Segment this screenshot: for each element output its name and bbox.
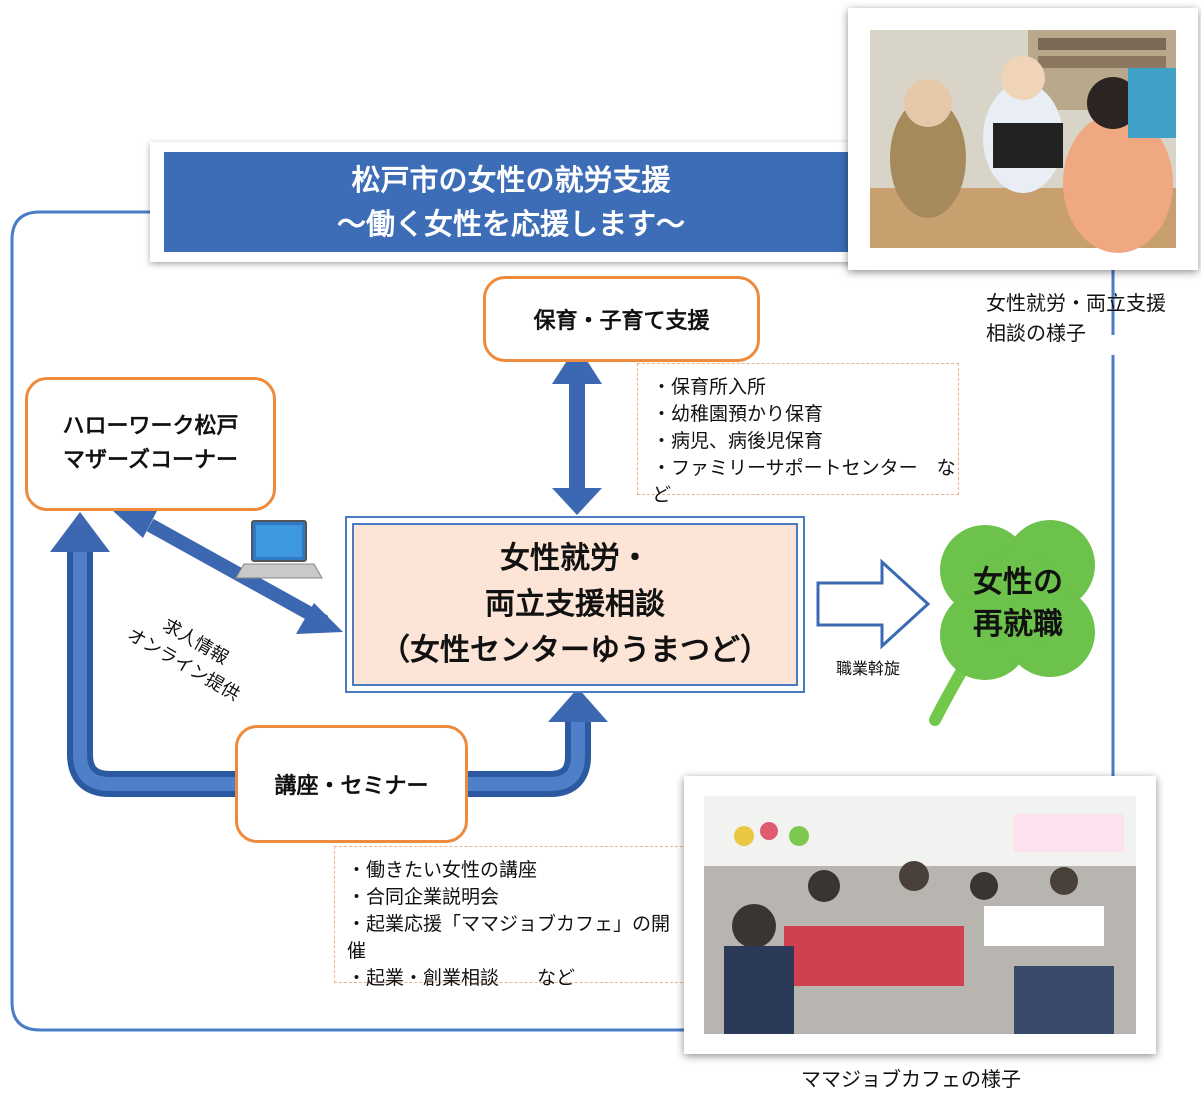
hellowork-line1: ハローワーク松戸 (62, 414, 239, 439)
title-banner: 松戸市の女性の就労支援 ～働く女性を応援します～ (150, 142, 872, 262)
reemploy-arrow (816, 558, 931, 650)
mamajob-cafe-caption: ママジョブカフェの様子 (801, 1067, 1021, 1091)
childcare-double-arrow (552, 345, 602, 515)
childcare-item: ・病児、病後児保育 (652, 430, 824, 452)
childcare-item: ・保育所入所 (652, 376, 767, 398)
clover-icon (929, 520, 1095, 726)
childcare-support-box: 保育・子育て支援 (483, 276, 760, 362)
seminar-right-arrow (462, 688, 608, 797)
caption1-line2: 相談の様子 (986, 321, 1086, 345)
center-line2: 両立支援相談 (485, 586, 665, 622)
seminar-left-arrow (50, 512, 240, 797)
seminar-item: ・起業応援「ママジョブカフェ」の開催 (347, 913, 671, 962)
mamajob-cafe-photo (684, 776, 1156, 1054)
seminar-item: ・合同企業説明会 (347, 886, 500, 908)
caption1-line1: 女性就労・両立支援 (986, 291, 1166, 315)
hellowork-line2: マザーズコーナー (63, 448, 238, 473)
center-line1: 女性就労・ (500, 540, 650, 576)
job-placement-label: 職業斡旋 (836, 659, 901, 678)
laptop-icon (235, 520, 323, 579)
hellowork-diagonal-arrow (113, 505, 343, 634)
consultation-photo (848, 8, 1198, 270)
hellowork-box: ハローワーク松戸 マザーズコーナー (25, 377, 276, 511)
center-line3: （女性センターゆうまつど） (380, 632, 770, 668)
reemploy-line2: 再就職 (973, 607, 1063, 642)
consultation-caption: 女性就労・両立支援 相談の様子 (986, 288, 1166, 348)
seminar-item: ・働きたい女性の講座 (347, 859, 538, 881)
seminar-item: ・起業・創業相談 など (347, 967, 576, 989)
reemployment-label: 女性の 再就職 (958, 562, 1078, 646)
childcare-list-box: ・保育所入所 ・幼稚園預かり保育 ・病児、病後児保育 ・ファミリーサポートセンタ… (637, 363, 959, 506)
childcare-item: ・幼稚園預かり保育 (652, 403, 824, 425)
center-consultation-box: 女性就労・ 両立支援相談 （女性センターゆうまつど） (345, 516, 805, 693)
reemploy-line1: 女性の (973, 565, 1063, 600)
childcare-item: ・ファミリーサポートセンター など (652, 457, 956, 506)
seminar-list-box: ・働きたい女性の講座 ・合同企業説明会 ・起業応援「ママジョブカフェ」の開催 ・… (334, 846, 688, 989)
outer-loop-line (10, 210, 688, 1032)
title-line1: 松戸市の女性の就労支援 (351, 163, 671, 197)
childcare-label: 保育・子育て支援 (533, 309, 710, 334)
seminar-label: 講座・セミナー (274, 774, 429, 799)
seminar-box: 講座・セミナー (235, 725, 468, 843)
title-line2: ～働く女性を応援します～ (336, 207, 685, 241)
